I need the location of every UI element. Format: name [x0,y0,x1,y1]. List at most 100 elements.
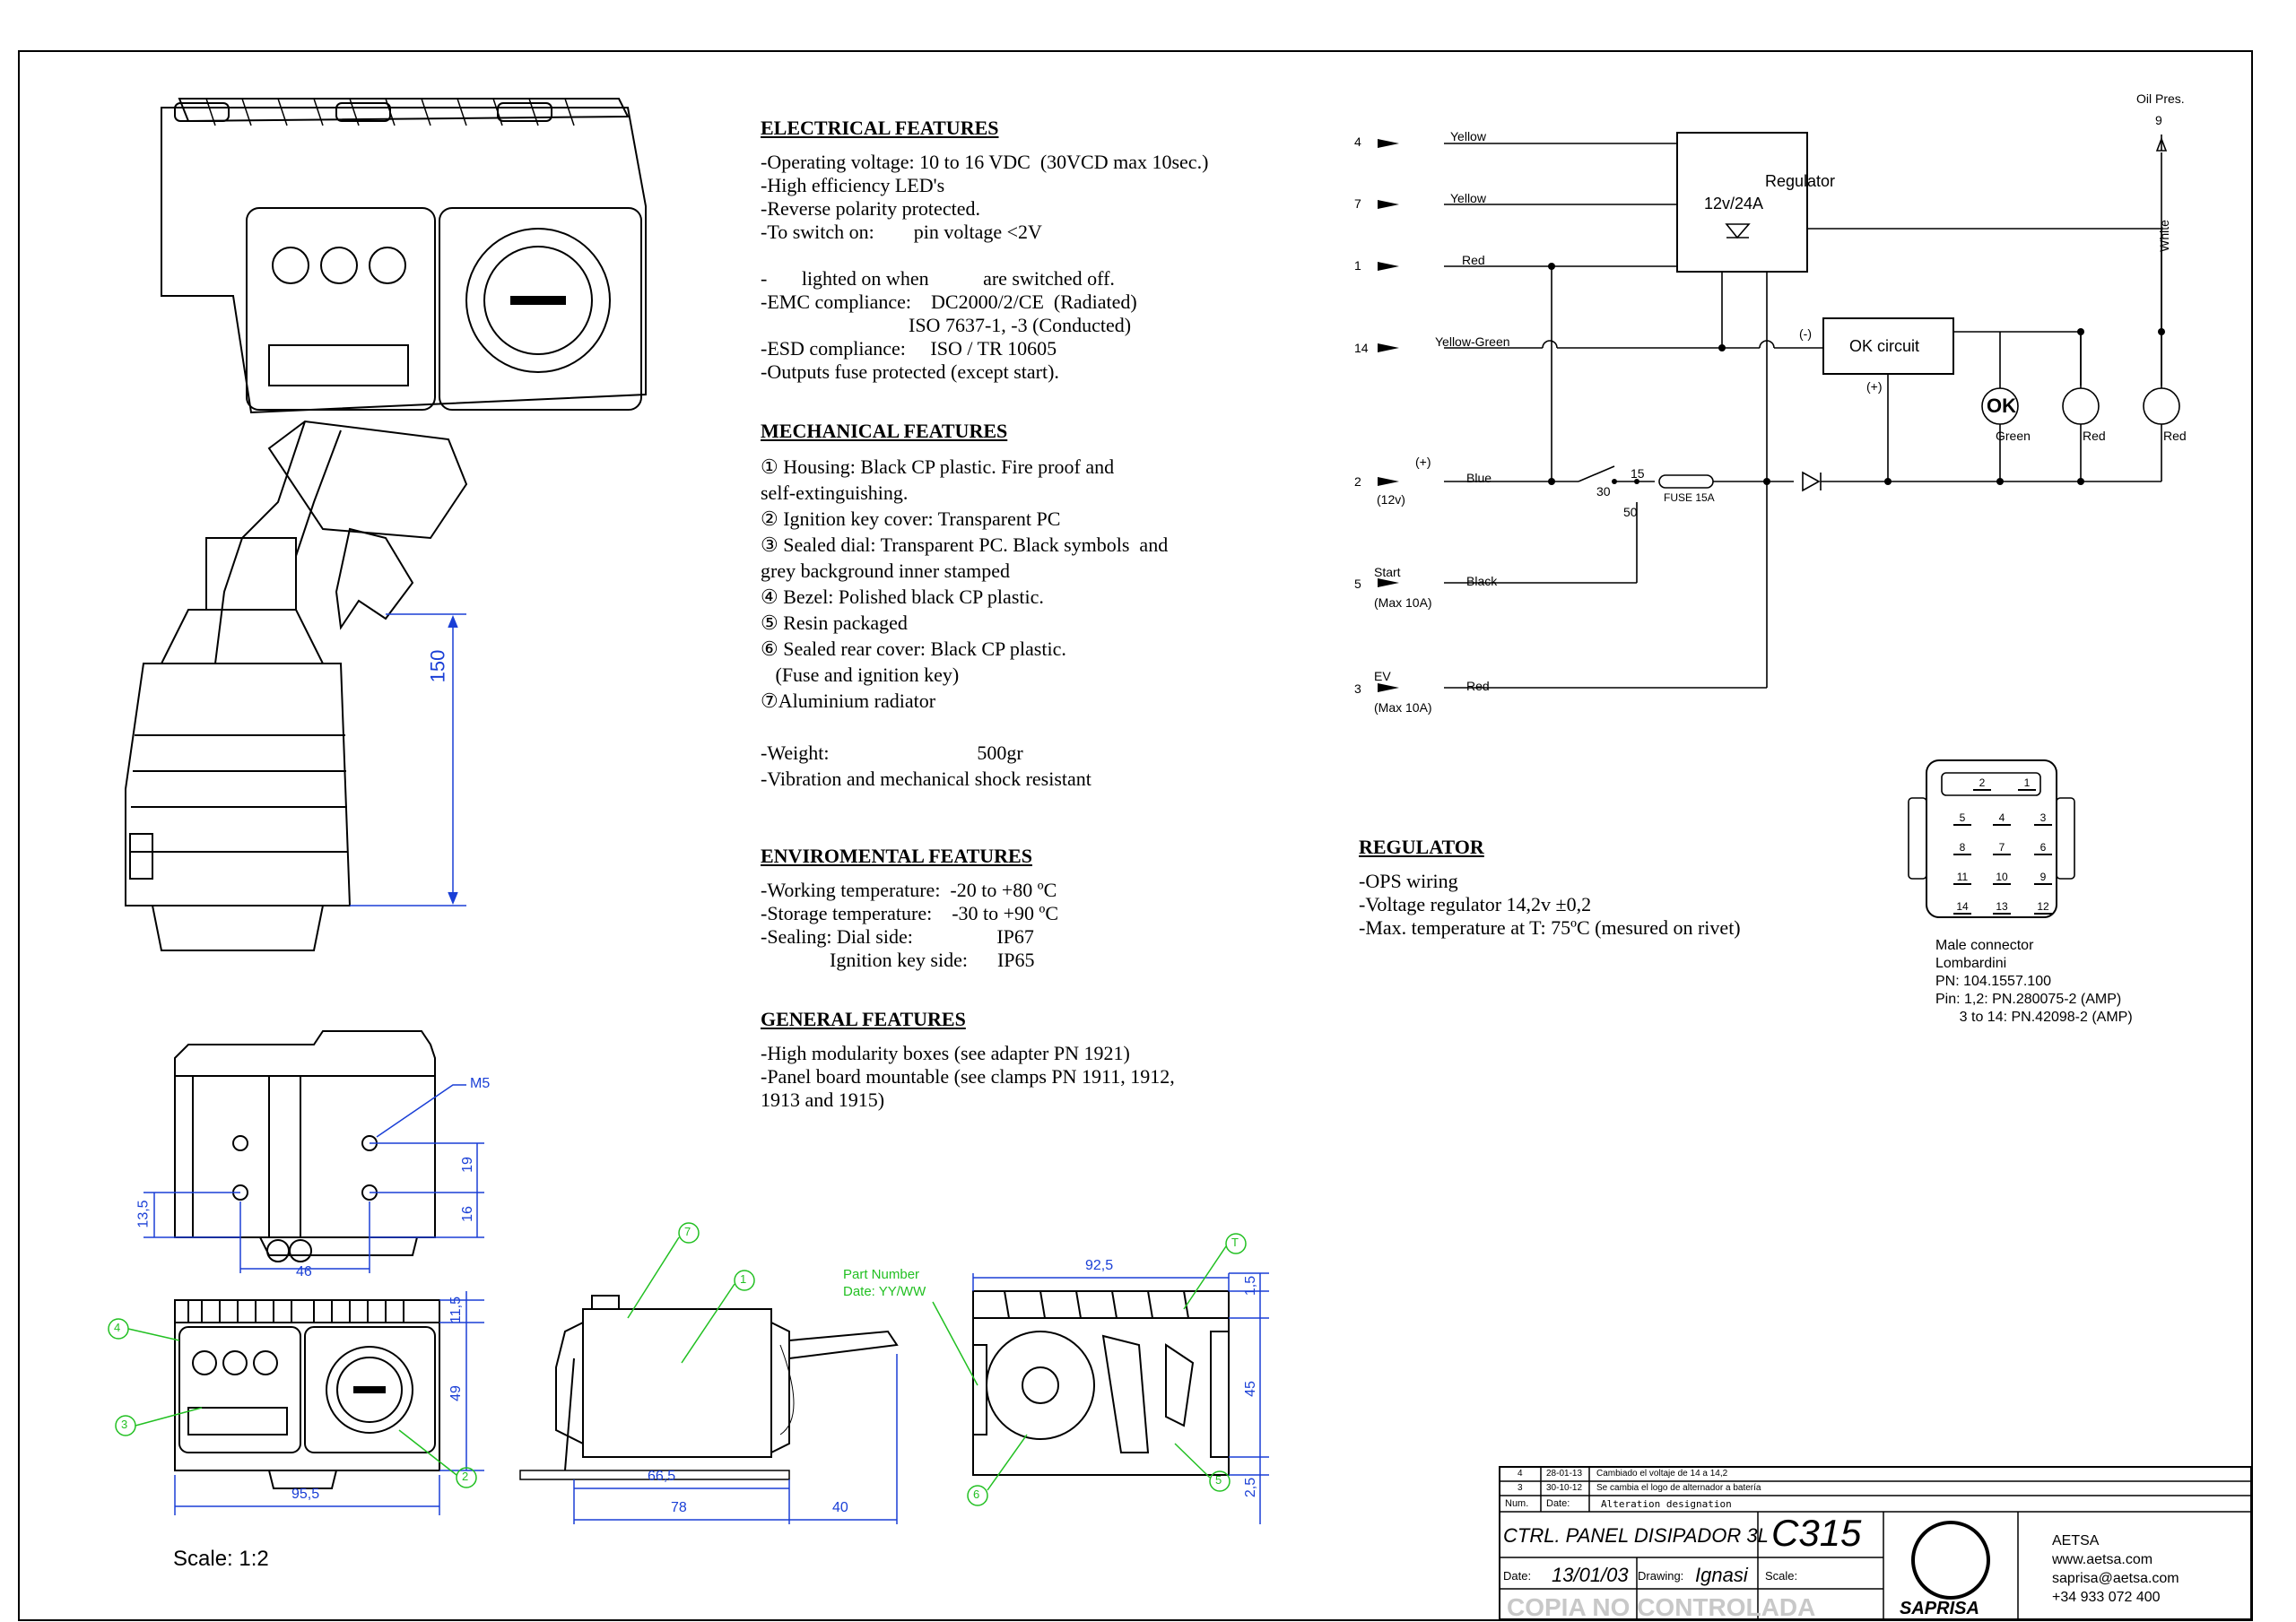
pin-1: 1 [1354,258,1361,273]
mechanical-line: ④ Bezel: Polished black CP plastic. [761,585,1044,608]
key-30: 30 [1596,484,1611,499]
regulator-line: -Max. temperature at T: 75ºC (mesured on… [1359,916,1741,939]
mechanical-line: ⑥ Sealed rear cover: Black CP plastic. [761,638,1066,660]
dim-92-5: 92,5 [1085,1258,1114,1273]
pin-4: 4 [1354,134,1361,149]
dim-46: 46 [296,1264,312,1279]
pin-9: 9 [2155,113,2162,127]
mechanical-features: MECHANICAL FEATURES ① Housing: Black CP … [761,420,1168,792]
mechanical-line: -Weight: 500gr [761,742,1023,764]
dim-40: 40 [832,1500,848,1515]
connector-pin: 3 [2034,811,2052,826]
pin-3: 3 [1354,681,1361,696]
environmental-line: -Storage temperature: -30 to +90 ºC [761,902,1059,924]
drawing-code: C315 [1771,1512,1862,1554]
connector-pin: 7 [1993,841,2011,855]
callout-6: 6 [973,1488,980,1501]
ok-circuit-label: OK circuit [1849,337,1920,355]
rev4-date: 28-01-13 [1546,1469,1583,1479]
mechanical-line: ③ Sealed dial: Transparent PC. Black sym… [761,533,1169,556]
callout-t: T [1231,1236,1239,1249]
regulator-rating: 12v/24A [1704,195,1764,213]
connector-pin: 9 [2034,871,2052,885]
environmental-line: -Working temperature: -20 to +80 ºC [761,879,1057,901]
key-15: 15 [1631,466,1645,481]
regulator-heading: REGULATOR [1359,836,1484,858]
scale-field-label: Scale: [1765,1569,1798,1583]
general-line: 1913 and 1915) [761,1089,885,1111]
hdr-alteration: Alteration designation [1601,1498,1732,1510]
electrical-heading: ELECTRICAL FEATURES [761,117,999,139]
electrical-line: -EMC compliance: DC2000/2/CE (Radiated) [761,291,1137,313]
mechanical-line: self-extinguishing. [761,481,909,504]
drawing-frame [18,50,2253,1621]
rev4-num: 4 [1518,1469,1523,1479]
connector-pin: 10 [1993,871,2011,885]
regulator-line: -Voltage regulator 14,2v ±0,2 [1359,893,1592,915]
electrical-line: -Outputs fuse protected (except start). [761,360,1059,383]
ok-lamp-green: Green [1996,429,2031,443]
hdr-num: Num. [1505,1498,1529,1509]
connector-pin: 14 [1953,900,1971,915]
callout-3: 3 [121,1418,128,1431]
pin-2-sign: (+) [1415,455,1431,469]
scale-label: Scale: 1:2 [173,1547,269,1571]
connector-pin: 12 [2034,900,2052,915]
drawing-title: CTRL. PANEL DISIPADOR 3L [1503,1524,1769,1547]
pin-5-color: Black [1466,574,1498,588]
rev3-num: 3 [1518,1483,1523,1493]
regulator-features: REGULATOR -OPS wiring-Voltage regulator … [1359,836,1741,940]
general-line: -High modularity boxes (see adapter PN 1… [761,1042,1130,1064]
oil-pres-label: Oil Pres. [2136,91,2185,106]
electrical-line: -Reverse polarity protected. [761,197,980,220]
electrical-line: -Operating voltage: 10 to 16 VDC (30VCD … [761,151,1209,173]
dim-78: 78 [671,1500,687,1515]
connector-pin: 5 [1953,811,1971,826]
ok-minus: (-) [1799,326,1812,341]
isometric-view [125,98,647,951]
callout-1: 1 [740,1272,747,1286]
pin-4-color: Yellow [1450,129,1486,143]
environmental-line: -Sealing: Dial side: IP67 [761,925,1034,948]
rev4-desc: Cambiado el voltaje de 14 a 14,2 [1596,1469,1728,1479]
connector-pin: 6 [2034,841,2052,855]
callout-4: 4 [114,1321,121,1334]
mechanical-line: ⑤ Resin packaged [761,612,908,634]
pin-2-color: Blue [1466,471,1492,485]
electrical-features: ELECTRICAL FEATURES -Operating voltage: … [761,117,1208,384]
connector-pin: 11 [1953,871,1971,885]
front-view [174,1299,440,1489]
pin-7-color: Yellow [1450,191,1486,205]
drawing-value: Ignasi [1695,1564,1748,1586]
top-view [174,1030,436,1262]
mechanical-line: ⑦Aluminium radiator [761,690,936,712]
battery-lamp-red: Red [2083,429,2106,443]
pin-3-max: (Max 10A) [1374,700,1432,715]
electrical-line: - lighted on when are switched off. [761,267,1115,290]
brand-logo-text: SAPRISA [1900,1599,1979,1618]
pin-1-color: Red [1462,253,1485,267]
general-features: GENERAL FEATURES -High modularity boxes … [761,1008,1175,1112]
dim-66-5: 66,5 [648,1469,676,1484]
electrical-line: ISO 7637-1, -3 (Conducted) [761,314,1132,336]
pin-5-name: Start [1374,565,1401,579]
connector-pin: 8 [1953,841,1971,855]
fuse-label: FUSE 15A [1664,491,1715,504]
drawing-label: Drawing: [1638,1569,1684,1583]
hdr-date: Date: [1546,1498,1570,1509]
mechanical-line: ① Housing: Black CP plastic. Fire proof … [761,455,1115,478]
mechanical-line: ② Ignition key cover: Transparent PC [761,507,1061,530]
ok-lamp: OK [1987,395,2016,417]
general-heading: GENERAL FEATURES [761,1008,966,1030]
callout-5: 5 [1215,1473,1222,1487]
mechanical-heading: MECHANICAL FEATURES [761,420,1008,442]
connector-pin: 13 [1993,900,2011,915]
date-value: 13/01/03 [1552,1564,1629,1586]
ok-plus: (+) [1866,379,1883,394]
key-50: 50 [1623,505,1638,519]
watermark: COPIA NO CONTROLADA [1507,1593,1816,1621]
callout-7: 7 [684,1225,691,1238]
